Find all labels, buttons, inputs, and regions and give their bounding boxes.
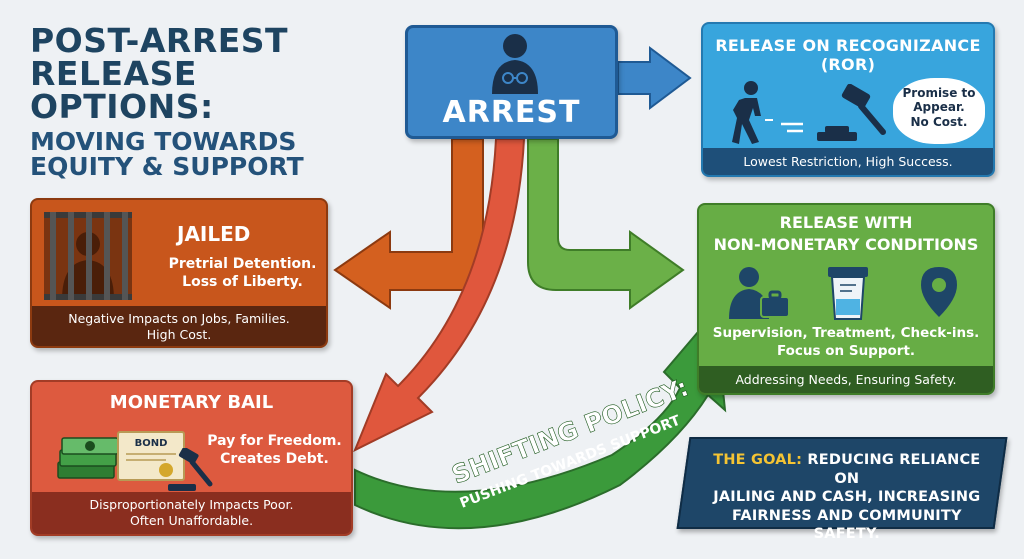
jailed-footer-line1: Negative Impacts on Jobs, Families. xyxy=(68,311,290,326)
arrow-shifting-policy xyxy=(354,309,727,530)
bail-footer: Disproportionately Impacts Poor. Often U… xyxy=(32,492,351,534)
bail-desc-line2: Creates Debt. xyxy=(220,451,329,468)
specimen-cup-icon xyxy=(828,267,868,320)
ror-heading: RELEASE ON RECOGNIZANCE (ROR) xyxy=(715,36,981,74)
promise-bubble: Promise to Appear. No Cost. xyxy=(893,78,985,144)
jailed-footer: Negative Impacts on Jobs, Families. High… xyxy=(32,306,326,346)
gavel-icon xyxy=(168,448,213,491)
gavel-icon xyxy=(817,84,886,141)
nonmonetary-desc-line1: Supervision, Treatment, Check-ins. xyxy=(712,325,980,341)
nonmonetary-footer: Addressing Needs, Ensuring Safety. xyxy=(699,366,993,393)
arrow-to-bail xyxy=(353,138,526,453)
arrow-to-ror xyxy=(617,46,692,110)
goal-text-line1: REDUCING RELIANCE ON xyxy=(807,452,981,487)
bubble-line1: Promise to xyxy=(902,86,976,100)
nonmonetary-heading: RELEASE WITH NON-MONETARY CONDITIONS xyxy=(699,212,993,255)
goal-banner: THE GOAL: REDUCING RELIANCE ON JAILING A… xyxy=(676,437,1008,542)
bail-heading: MONETARY BAIL xyxy=(109,392,274,413)
cash-stack-icon xyxy=(57,437,119,479)
title-line3: MOVING TOWARDS xyxy=(30,127,297,156)
jailed-description: Pretrial Detention. Loss of Liberty. xyxy=(160,255,325,291)
goal-label: THE GOAL: xyxy=(713,452,803,468)
bail-footer-line1: Disproportionately Impacts Poor. xyxy=(89,497,294,512)
walking-person-icon xyxy=(732,81,773,144)
ror-box: RELEASE ON RECOGNIZANCE (ROR) Promise to… xyxy=(701,22,995,177)
ror-footer: Lowest Restriction, High Success. xyxy=(703,148,993,175)
bond-certificate-icon: BOND xyxy=(117,431,185,481)
bubble-line3: No Cost. xyxy=(910,114,968,129)
jailed-footer-line2: High Cost. xyxy=(146,326,212,342)
arrest-box: ARREST xyxy=(405,25,618,139)
goal-text-line2: JAILING AND CASH, INCREASING xyxy=(713,489,981,506)
bail-box: MONETARY BAIL BOND Pay for Freedom. Crea… xyxy=(30,380,353,536)
bubble-line2: Appear. xyxy=(913,100,965,115)
title-line4: EQUITY & SUPPORT xyxy=(30,152,304,181)
nonmonetary-heading-line2: NON-MONETARY CONDITIONS xyxy=(713,234,979,254)
motion-lines-icon xyxy=(781,122,803,133)
nonmonetary-description: Supervision, Treatment, Check-ins. Focus… xyxy=(699,325,993,360)
goal-text-line3: FAIRNESS AND COMMUNITY SAFETY. xyxy=(731,507,962,543)
jail-bars-icon xyxy=(44,212,132,300)
handcuffed-person-icon xyxy=(492,34,538,94)
jailed-heading: JAILED xyxy=(177,222,251,246)
nonmonetary-heading-line1: RELEASE WITH xyxy=(779,213,913,232)
bail-footer-line2: Often Unaffordable. xyxy=(129,512,254,528)
location-pin-icon xyxy=(921,267,957,317)
bail-desc-line1: Pay for Freedom. xyxy=(207,433,342,449)
supervisor-briefcase-icon xyxy=(729,267,790,319)
nonmonetary-box: RELEASE WITH NON-MONETARY CONDITIONS Sup… xyxy=(697,203,995,395)
title-line2: RELEASE OPTIONS: xyxy=(30,54,214,126)
arrest-label: ARREST xyxy=(442,95,581,130)
bail-description: Pay for Freedom. Creates Debt. xyxy=(202,432,347,468)
page-title: POST-ARREST RELEASE OPTIONS: MOVING TOWA… xyxy=(30,24,350,179)
jailed-desc-line2: Loss of Liberty. xyxy=(182,274,303,291)
jailed-desc-line1: Pretrial Detention. xyxy=(168,256,317,272)
title-line1: POST-ARREST xyxy=(30,21,289,60)
jailed-box: JAILED Pretrial Detention. Loss of Liber… xyxy=(30,198,328,348)
arrow-to-jailed xyxy=(333,138,484,310)
nonmonetary-desc-line2: Focus on Support. xyxy=(776,342,916,359)
arrow-to-nonmonetary xyxy=(527,138,685,310)
bond-label: BOND xyxy=(135,438,168,449)
